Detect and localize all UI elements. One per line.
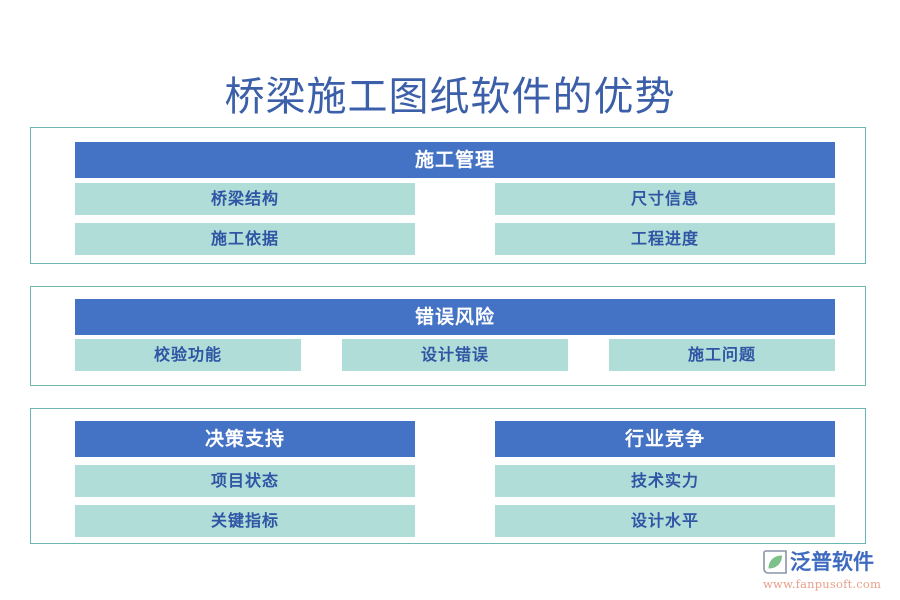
panel-row: 决策支持 项目状态 关键指标 行业竞争 技术实力 设计水平	[75, 421, 835, 537]
item-bridge-structure[interactable]: 桥梁结构	[75, 183, 415, 215]
section-header-decision-support[interactable]: 决策支持	[75, 421, 415, 457]
page-title: 桥梁施工图纸软件的优势	[224, 74, 676, 120]
fanpu-logo-icon	[762, 549, 788, 575]
item-verification-function[interactable]: 校验功能	[75, 339, 301, 371]
item-grid-construction-management: 桥梁结构 尺寸信息 施工依据 工程进度	[75, 183, 835, 255]
item-design-error[interactable]: 设计错误	[342, 339, 568, 371]
brand-logo: 泛普软件 www.fanpusoft.com	[762, 548, 896, 592]
item-key-indicators[interactable]: 关键指标	[75, 505, 415, 537]
item-design-level[interactable]: 设计水平	[495, 505, 835, 537]
brand-name: 泛普软件	[790, 549, 874, 574]
item-dimension-info[interactable]: 尺寸信息	[495, 183, 835, 215]
item-row-error-risk: 校验功能 设计错误 施工问题	[75, 339, 835, 371]
section-construction-management: 施工管理 桥梁结构 尺寸信息 施工依据 工程进度	[30, 127, 866, 264]
section-header-error-risk[interactable]: 错误风险	[75, 299, 835, 335]
item-project-progress[interactable]: 工程进度	[495, 223, 835, 255]
panel-decision-support: 决策支持 项目状态 关键指标	[75, 421, 415, 537]
item-technical-strength[interactable]: 技术实力	[495, 465, 835, 497]
section-decision-and-competition: 决策支持 项目状态 关键指标 行业竞争 技术实力 设计水平	[30, 408, 866, 544]
section-header-industry-competition[interactable]: 行业竞争	[495, 421, 835, 457]
item-project-status[interactable]: 项目状态	[75, 465, 415, 497]
panel-industry-competition: 行业竞争 技术实力 设计水平	[495, 421, 835, 537]
section-header-construction-management[interactable]: 施工管理	[75, 142, 835, 178]
section-error-risk: 错误风险 校验功能 设计错误 施工问题	[30, 286, 866, 386]
item-construction-problem[interactable]: 施工问题	[609, 339, 835, 371]
item-construction-basis[interactable]: 施工依据	[75, 223, 415, 255]
brand-url: www.fanpusoft.com	[763, 577, 882, 591]
brand-logo-top: 泛普软件	[762, 548, 896, 576]
